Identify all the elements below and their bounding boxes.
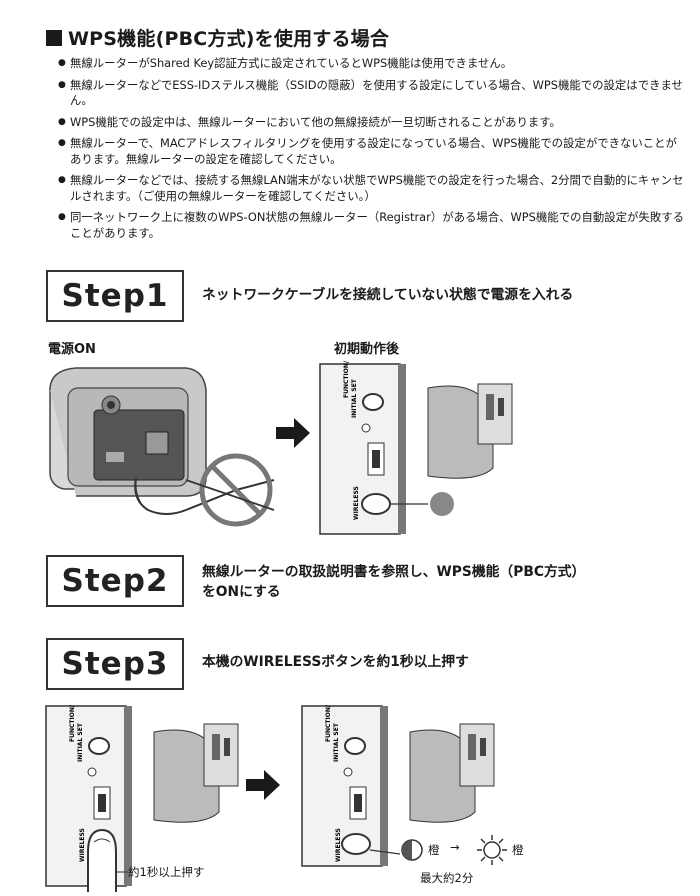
step2-description: 無線ルーターの取扱説明書を参照し、WPS機能（PBC方式） をONにする (202, 562, 585, 602)
led-to-color: 橙 (512, 843, 524, 857)
function-label: FUNCTION/ (69, 704, 76, 742)
half-lit-led-icon (401, 839, 423, 861)
initial-set-label: INITIAL SET (333, 722, 340, 762)
list-item: WPS機能での設定中は、無線ルーターにおいて他の無線接続が一旦切断されることがあ… (58, 115, 688, 131)
after-init-caption: 初期動作後 (334, 342, 400, 357)
after-init-illustration: FUNCTION/ INITIAL SET WIRELESS (319, 360, 513, 535)
blinking-led-icon (477, 835, 507, 865)
step1-description: ネットワークケーブルを接続していない状態で電源を入れる (202, 287, 574, 303)
power-on-illustration (49, 367, 275, 527)
wireless-label: WIRELESS (335, 828, 342, 862)
function-label: FUNCTION/ (343, 360, 350, 398)
wireless-label: WIRELESS (353, 486, 360, 520)
wireless-label: WIRELESS (79, 828, 86, 862)
step1-box: Step1 (46, 270, 184, 322)
list-item: 無線ルーターなどでは、接続する無線LAN端末がない状態でWPS機能での設定を行っ… (58, 173, 688, 204)
list-item: 無線ルーターがShared Key認証方式に設定されているとWPS機能は使用でき… (58, 56, 688, 72)
section-title-text: WPS機能(PBC方式)を使用する場合 (68, 28, 390, 50)
list-item: 無線ルーターで、MACアドレスフィルタリングを使用する設定になっている場合、WP… (58, 136, 688, 167)
step1-label: Step1 (61, 278, 169, 314)
notes-list: 無線ルーターがShared Key認証方式に設定されているとWPS機能は使用でき… (58, 56, 688, 247)
step3-description: 本機のWIRELESSボタンを約1秒以上押す (202, 654, 469, 670)
step2-label: Step2 (61, 563, 169, 599)
step3-box: Step3 (46, 638, 184, 690)
led-blink-illustration: FUNCTION/ INITIAL SET WIRELESS (301, 704, 495, 867)
list-item: 同一ネットワーク上に複数のWPS-ON状態の無線ルーター（Registrar）が… (58, 210, 688, 241)
power-on-caption: 電源ON (48, 342, 96, 357)
arrow-right-icon (246, 770, 280, 800)
max-duration-caption: 最大約2分 (420, 871, 474, 885)
step3-label: Step3 (61, 646, 169, 682)
led-from-color: 橙 (428, 843, 440, 857)
press-button-illustration: FUNCTION/ INITIAL SET WIRELESS (45, 704, 239, 892)
initial-set-label: INITIAL SET (351, 378, 358, 418)
press-duration-caption: 約1秒以上押す (128, 865, 205, 879)
list-item: 無線ルーターなどでESS-IDステルス機能（SSIDの隠蔽）を使用する設定にして… (58, 78, 688, 109)
initial-set-label: INITIAL SET (77, 722, 84, 762)
square-bullet-icon (46, 29, 62, 46)
arrow-icon: → (450, 840, 460, 854)
step2-box: Step2 (46, 555, 184, 607)
step2-desc-line1: 無線ルーターの取扱説明書を参照し、WPS機能（PBC方式） (202, 564, 586, 580)
function-label: FUNCTION/ (325, 704, 332, 742)
arrow-right-icon (276, 418, 310, 448)
step2-desc-line2: をONにする (202, 584, 281, 600)
section-title: WPS機能(PBC方式)を使用する場合 (46, 24, 389, 51)
